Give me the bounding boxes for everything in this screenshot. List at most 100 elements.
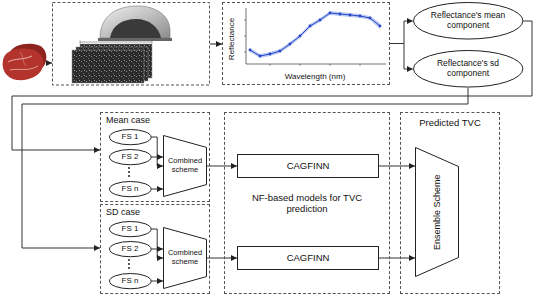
illustration-part: [359, 15, 362, 18]
node-label: CAGFINN: [287, 253, 330, 264]
imaging-device: [98, 6, 172, 41]
illustration-part: [369, 17, 372, 20]
node-outline: [416, 148, 459, 277]
illustration-part: [289, 43, 292, 46]
node-label: Combined scheme: [167, 249, 203, 266]
meat-photo: [3, 44, 47, 80]
case-group: SD case FS 1 FS 2 FS n Combined scheme: [100, 204, 210, 294]
illustration-part: [269, 53, 272, 56]
connector: [207, 166, 237, 167]
node-outline: [109, 241, 151, 256]
illustration-part: [259, 55, 262, 58]
illustration-part: [279, 50, 282, 53]
connector: [151, 229, 163, 258]
illustration-part: [349, 14, 352, 17]
illustration-part: [270, 64, 271, 66]
illustration-part: [379, 25, 382, 28]
node-outline: [413, 51, 522, 88]
illustration-part: [250, 11, 380, 58]
illustration-part: [128, 175, 130, 177]
node-label: FS 2: [122, 244, 139, 253]
feature-set: FS 1: [109, 221, 152, 237]
node-outline: [164, 228, 207, 289]
node-outline: [413, 3, 522, 40]
feature-set: FS 2: [109, 149, 152, 165]
illustration-part: [110, 19, 161, 38]
node-label: FS 1: [122, 132, 139, 141]
node-outline: [109, 129, 151, 144]
node-label: Wavelength (nm): [243, 72, 387, 81]
device-panel: [53, 3, 210, 86]
node-label: Reflectance's mean component: [429, 11, 507, 31]
flow-arrow: [210, 44, 222, 45]
illustration-part: [98, 38, 172, 41]
illustration-part: [330, 64, 331, 66]
node-label: Mean case: [106, 115, 150, 125]
illustration-part: [100, 6, 170, 38]
node-label: FS 2: [122, 152, 139, 161]
node-label: SD case: [106, 207, 140, 217]
connector: [207, 258, 237, 259]
illustration-part: [72, 50, 144, 83]
illustration-part: [3, 48, 44, 80]
connector: [390, 21, 413, 44]
combined-scheme: Combined scheme: [163, 227, 207, 289]
illustration-part: [20, 52, 26, 66]
illustration-part: [329, 12, 332, 15]
model-box: CAGFINN: [237, 246, 379, 270]
illustration-part: [299, 35, 302, 38]
illustration-part: [128, 171, 130, 173]
node-label: CAGFINN: [287, 161, 330, 172]
output-group: Predicted TVC Ensemble Scheme: [400, 112, 500, 294]
node-outline: [109, 181, 151, 196]
node-label: Reflectance: [227, 18, 236, 60]
node-label: Ensemble Scheme: [432, 174, 442, 250]
illustration-part: [80, 41, 81, 44]
illustration-part: [246, 64, 386, 65]
illustration-part: [244, 52, 246, 53]
illustration-part: [249, 49, 252, 52]
connector: [379, 166, 415, 167]
illustration-part: [319, 19, 322, 22]
node-outline: [109, 149, 151, 164]
node-label: FS n: [122, 184, 139, 193]
illustration-part: [300, 64, 301, 66]
case-group: Mean case FS 1 FS 2 FS n Combined scheme: [100, 112, 210, 202]
illustration-part: [80, 42, 152, 43]
connector: [12, 21, 532, 150]
node-outline: [164, 136, 207, 197]
illustration-part: [128, 259, 130, 261]
connector: [379, 258, 415, 259]
connector: [151, 157, 163, 158]
component-ellipse: Reflectance's sd component: [413, 50, 523, 88]
combined-scheme: Combined scheme: [163, 135, 207, 197]
illustration-part: [152, 41, 153, 44]
illustration-part: [128, 167, 130, 169]
connector: [151, 281, 163, 282]
feature-set: FS 1: [109, 129, 152, 145]
node-outline: [109, 273, 151, 288]
node-label: Combined scheme: [167, 157, 203, 174]
illustration-part: [360, 64, 361, 66]
node-label: Predicted TVC: [403, 118, 497, 129]
node-outline: [109, 221, 151, 236]
connector: [151, 189, 163, 190]
illustration-part: [244, 20, 246, 21]
illustration-part: [244, 36, 246, 37]
node-label: FS 1: [122, 224, 139, 233]
connector: [390, 44, 413, 70]
illustration-part: [339, 13, 342, 16]
flow-arrow: [46, 63, 52, 64]
ensemble-scheme: Ensemble Scheme: [415, 147, 459, 277]
image-stack: [72, 41, 152, 84]
reflectance-plot: [244, 8, 386, 66]
illustration-part: [128, 263, 130, 265]
component-ellipse: Reflectance's mean component: [413, 2, 523, 40]
chart-panel: ReflectanceWavelength (nm): [222, 2, 390, 85]
feature-set: FS n: [109, 181, 152, 197]
illustration-part: [250, 13, 380, 56]
illustration-part: [10, 66, 38, 70]
model-group: NF-based models for TVC predictionCAGFIN…: [224, 112, 390, 294]
feature-set: FS n: [109, 273, 152, 289]
